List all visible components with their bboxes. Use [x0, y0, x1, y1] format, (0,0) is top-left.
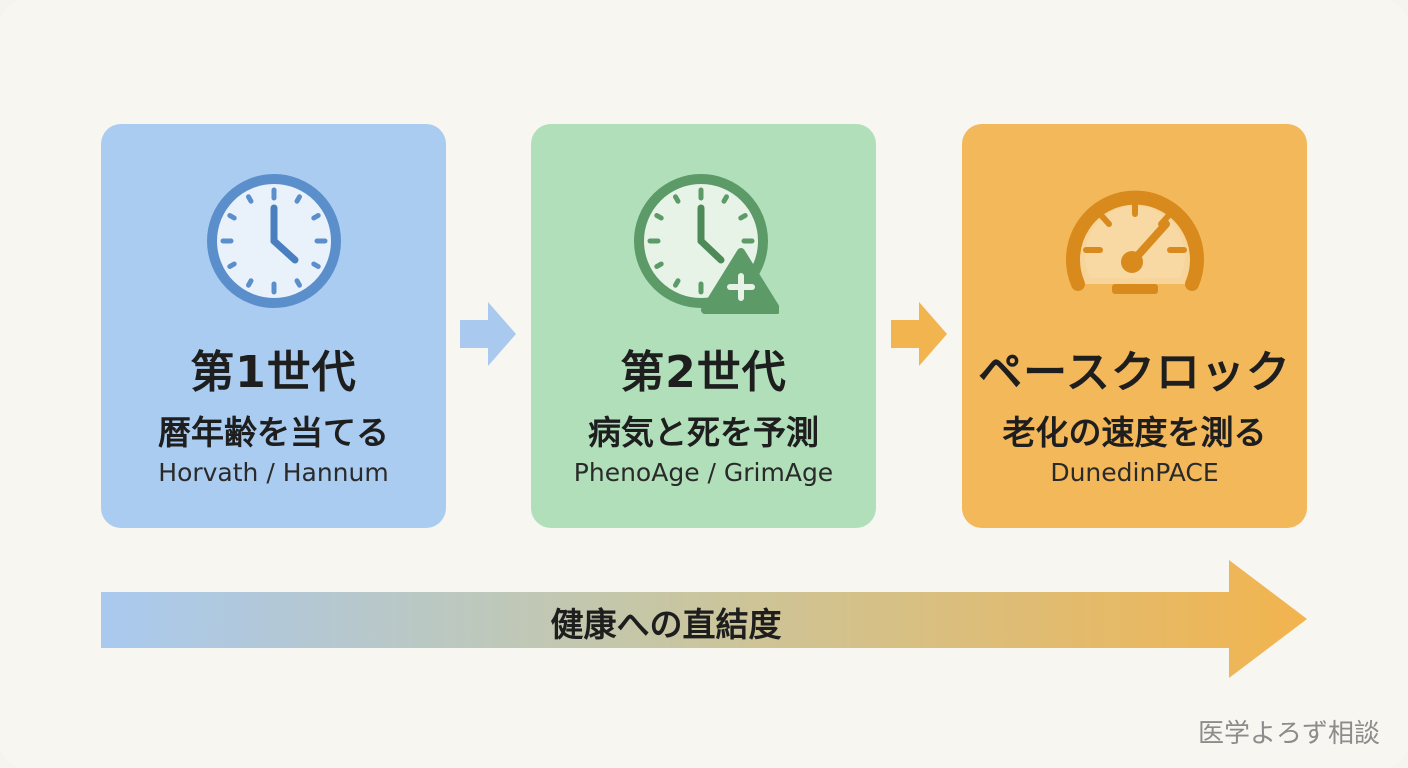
card-subtitle: 老化の速度を測る [1002, 413, 1267, 452]
card-title: ペースクロック [978, 347, 1291, 398]
card-title: 第2世代 [620, 347, 787, 398]
card-subtitle: 暦年齢を当てる [158, 413, 389, 452]
step-arrow-icon [460, 302, 516, 366]
card-models: PhenoAge / GrimAge [573, 458, 834, 487]
clock-icon [206, 174, 341, 308]
card-subtitle: 病気と死を予測 [588, 413, 819, 452]
card-models: Horvath / Hannum [158, 458, 389, 487]
step-arrow-icon [891, 302, 947, 366]
card-generation-1: 第1世代 暦年齢を当てる Horvath / Hannum [101, 124, 446, 528]
axis-label: 健康への直結度 [550, 605, 782, 644]
watermark: 医学よろず相談 [1197, 719, 1380, 749]
card-models: DunedinPACE [1050, 458, 1219, 487]
clock-warning-icon [633, 174, 779, 314]
card-generation-2: 第2世代 病気と死を予測 PhenoAge / GrimAge [531, 124, 876, 528]
health-relevance-arrow [101, 560, 1307, 678]
speedometer-icon [1065, 190, 1204, 294]
card-pace-clock: ペースクロック 老化の速度を測る DunedinPACE [962, 124, 1307, 528]
card-title: 第1世代 [190, 347, 357, 398]
